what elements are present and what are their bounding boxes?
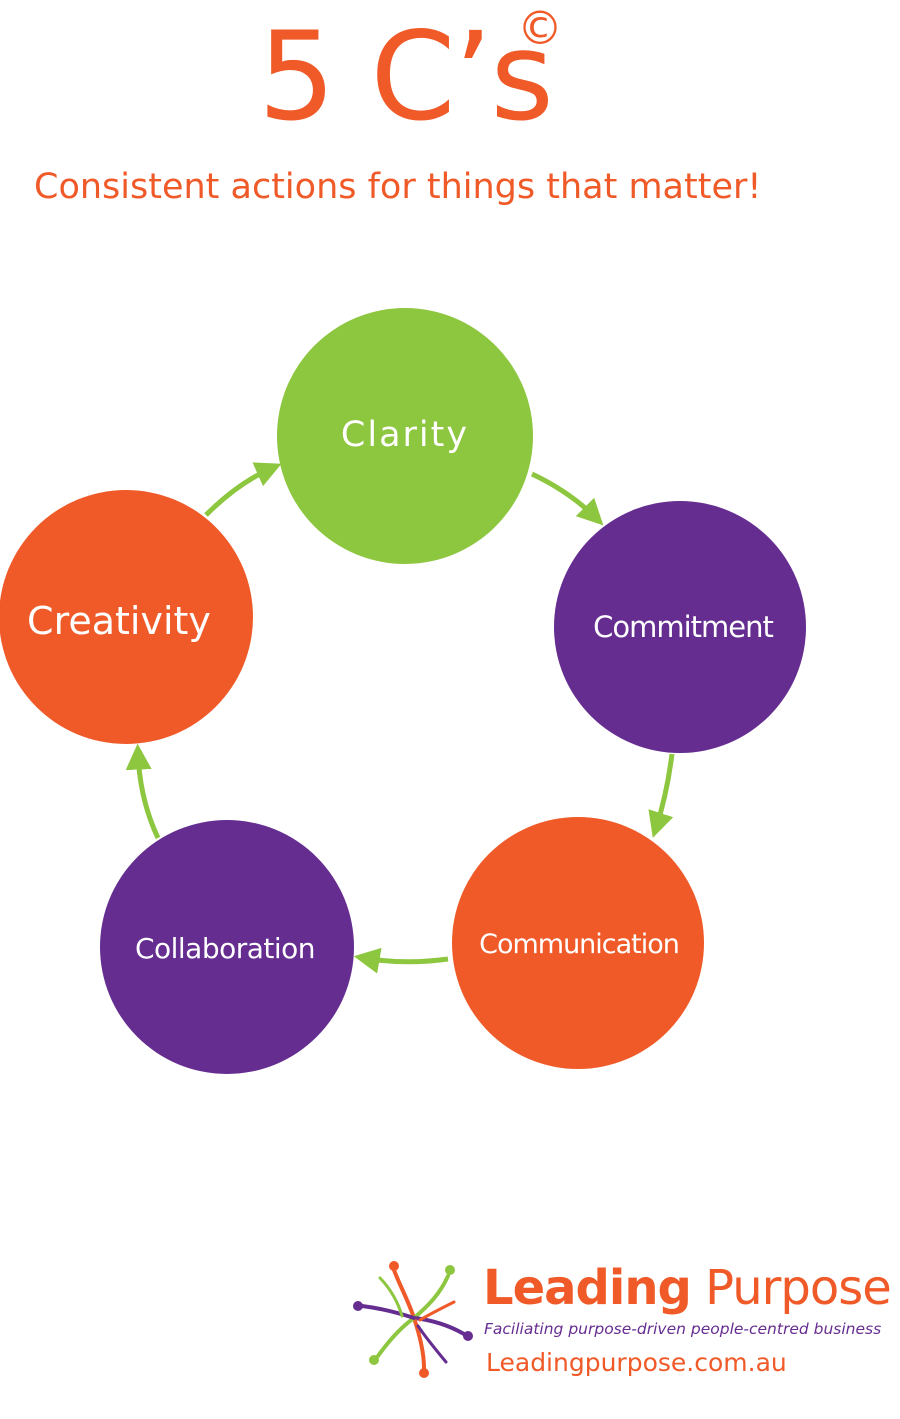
copyright-icon: © [517,1,563,55]
arrow-commitment-to-communication [648,753,675,838]
node-collaboration-label: Collaboration [135,932,315,965]
node-collaboration-circle [100,820,354,1074]
node-creativity-label: Creativity [27,599,211,643]
node-communication: Communication [452,817,704,1069]
page-title: 5 C’s [258,6,554,148]
node-communication-circle [452,817,704,1069]
brand-tagline: Faciliating purpose-driven people-centre… [484,1320,882,1338]
arrow-creativity-to-clarity [204,462,282,517]
brand-name-light: Purpose [690,1260,892,1316]
page-subtitle: Consistent actions for things that matte… [34,167,762,207]
arrow-clarity-to-commitment [530,471,604,526]
node-clarity: Clarity [277,308,533,564]
node-communication-label: Communication [479,929,679,960]
node-collaboration: Collaboration [100,820,354,1074]
leading-purpose-logo-icon [353,1261,473,1378]
brand-name-bold: Leading [483,1260,692,1316]
brand-name: Leading Purpose [483,1258,892,1318]
node-commitment-label: Commitment [593,610,773,644]
node-creativity: Creativity [0,490,253,744]
node-creativity-circle [0,490,253,744]
arrow-communication-to-collaboration [353,947,449,974]
node-clarity-circle [277,308,533,564]
node-commitment: Commitment [554,501,806,753]
arrow-collaboration-to-creativity [125,743,161,840]
brand-website-link[interactable]: Leadingpurpose.com.au [486,1348,787,1377]
node-commitment-circle [554,501,806,753]
node-clarity-label: Clarity [341,415,469,455]
